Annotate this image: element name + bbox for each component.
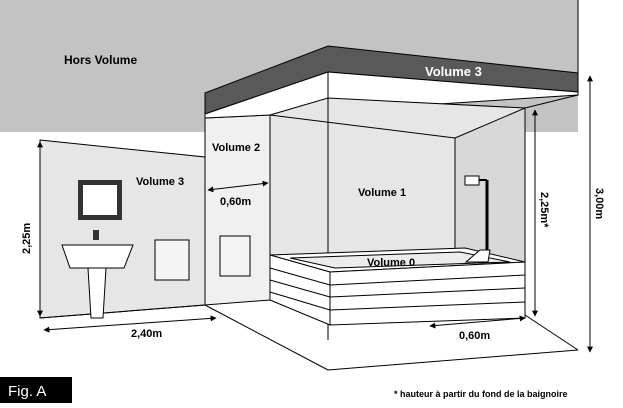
label-hors-volume: Hors Volume xyxy=(64,53,137,67)
label-volume-1: Volume 1 xyxy=(358,187,406,199)
shower-icon xyxy=(464,175,491,263)
dim-label-060-bottom: 0,60m xyxy=(459,330,490,342)
wall-panel-right xyxy=(219,235,251,277)
dim-label-left-height: 2,25m xyxy=(21,223,33,254)
label-volume-0: Volume 0 xyxy=(367,257,415,269)
dim-label-060-top: 0,60m xyxy=(220,196,251,208)
dim-line-060-bottom xyxy=(429,315,526,329)
wall-panel-left xyxy=(154,239,190,281)
footnote: * hauteur à partir du fond de la baignoi… xyxy=(394,389,568,399)
right-white-area xyxy=(578,0,623,403)
label-volume-3-top: Volume 3 xyxy=(425,64,482,79)
sink-icon xyxy=(61,230,134,319)
figure-tag-bg xyxy=(0,377,72,403)
bathtub xyxy=(269,247,526,326)
dim-line-length xyxy=(43,315,217,333)
dim-label-225-star: 2,25m* xyxy=(538,192,550,228)
dim-line-060-top xyxy=(207,180,269,193)
sink-wall xyxy=(39,139,206,319)
label-volume-2: Volume 2 xyxy=(212,142,260,154)
figure-tag: Fig. A xyxy=(8,383,46,400)
mirror-icon xyxy=(78,180,122,220)
label-volume-3-left: Volume 3 xyxy=(136,176,184,188)
dim-label-length: 2,40m xyxy=(131,328,162,340)
dim-label-300: 3,00m xyxy=(593,188,605,219)
